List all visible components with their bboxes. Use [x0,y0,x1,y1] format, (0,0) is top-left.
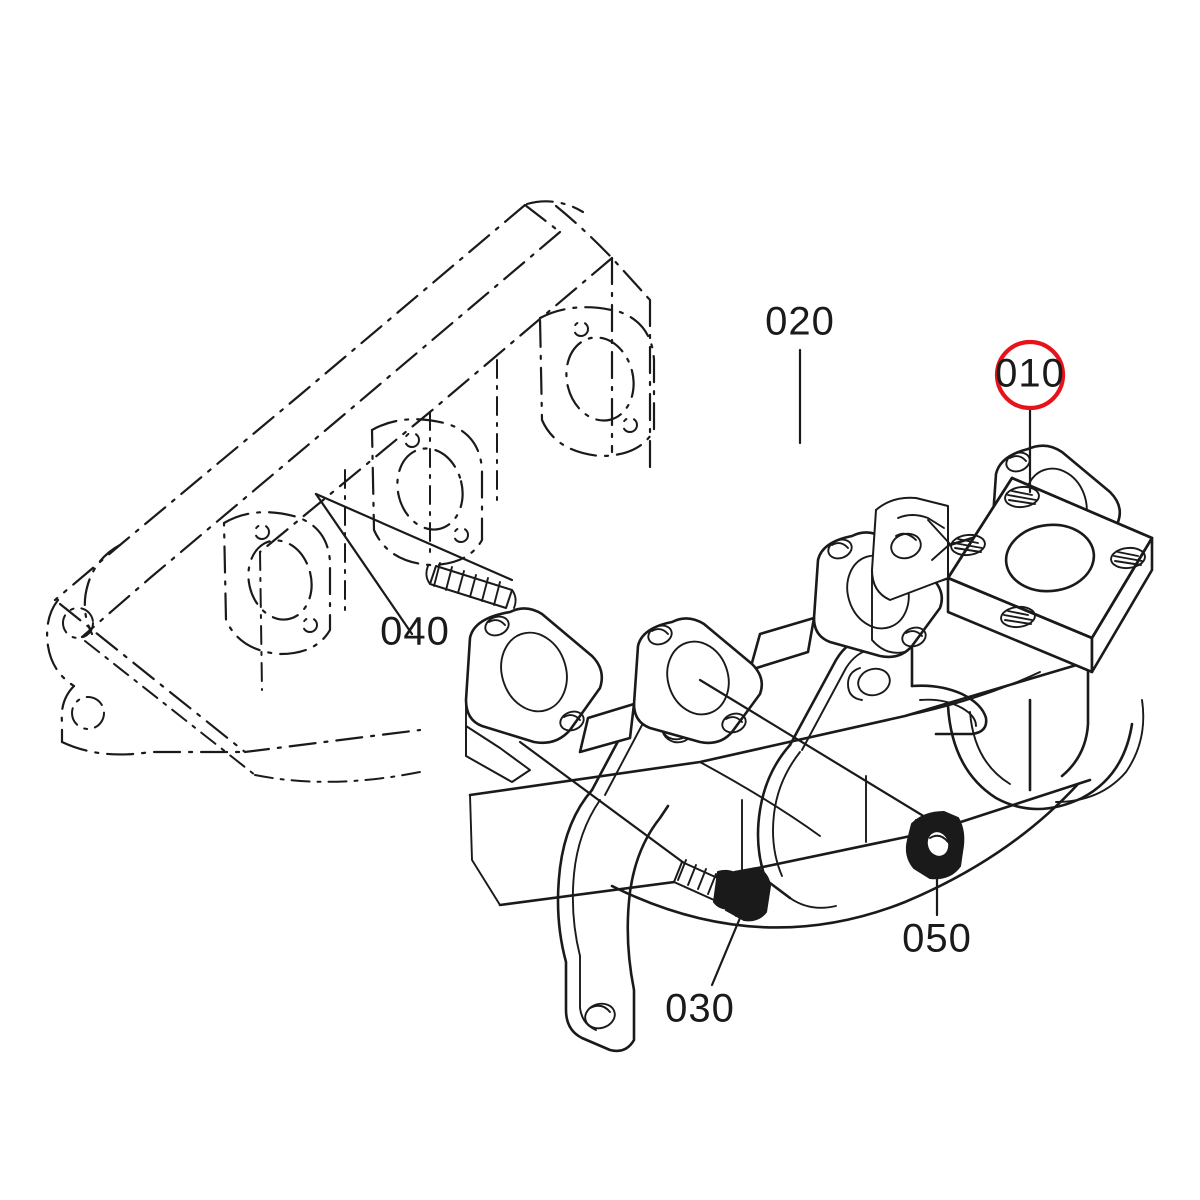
callout-020[interactable]: 020 [765,300,835,445]
flange-nut-050 [698,678,965,880]
callout-010[interactable]: 010 [994,339,1066,494]
callout-040-label: 040 [380,610,450,654]
callout-010-highlight-ring [994,339,1066,411]
outlet-flange-010 [946,476,1154,674]
engine-block-reference [46,200,656,783]
callout-020-label: 020 [765,300,835,344]
callout-050-label: 050 [902,917,972,961]
callout-050[interactable]: 050 [902,864,972,961]
stud-040 [314,492,517,636]
manifold-inlet-flange [741,775,867,871]
flange-bolt-030 [518,740,771,922]
stud-threads [433,562,501,606]
manifold-rear-boss [871,496,951,654]
manifold-front-flange-foot [465,725,531,783]
callout-030-label: 030 [665,987,735,1031]
callout-040[interactable]: 040 [380,610,450,654]
callout-030[interactable]: 030 [665,916,742,1031]
manifold-outlet-neck [946,666,1145,811]
callout-010-label: 010 [995,352,1065,396]
callout-030-leader [710,916,742,987]
outlet-flange-bolt-holes [950,485,1146,629]
bolt-threads [677,859,717,895]
